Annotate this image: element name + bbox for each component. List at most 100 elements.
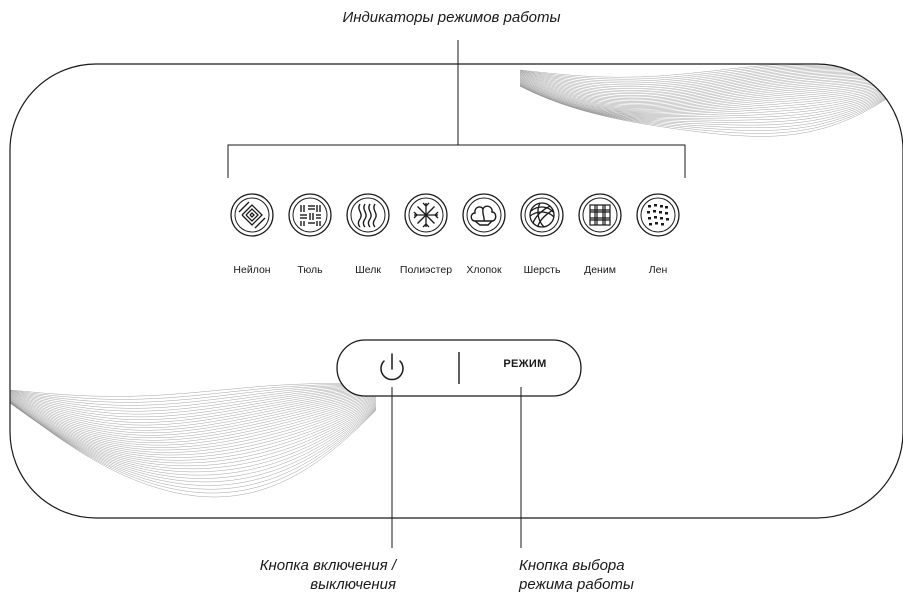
wave-line	[10, 397, 377, 448]
wave-bottom-left	[10, 383, 377, 498]
wave-line	[10, 391, 377, 431]
wave-line	[10, 385, 376, 406]
wave-line	[10, 388, 377, 423]
wave-line	[10, 383, 377, 397]
wave-line	[519, 68, 899, 88]
wave-line	[519, 84, 899, 115]
wave-line	[10, 402, 377, 483]
silk-icon	[346, 193, 390, 237]
wave-line	[10, 401, 377, 458]
mode-indicators	[230, 193, 680, 237]
mode-callout-line1: Кнопка выбора	[519, 557, 625, 574]
wave-line	[10, 402, 377, 464]
wave-line	[519, 84, 899, 114]
wave-line	[519, 64, 899, 78]
wave-line	[10, 386, 377, 409]
wave-line	[519, 78, 899, 105]
indicators-bracket	[227, 40, 686, 178]
nylon-icon	[230, 193, 274, 237]
wave-line	[519, 83, 899, 113]
wave-line	[519, 69, 899, 89]
power-callout-line2: выключения	[310, 576, 396, 593]
wave-line	[10, 387, 377, 418]
power-button[interactable]	[340, 343, 458, 393]
wave-line	[519, 85, 899, 117]
indicators-callout: Индикаторы режимов работы	[342, 9, 561, 26]
mode-label-denim: Деним	[584, 264, 616, 276]
wave-top-right	[519, 64, 899, 137]
control-pill	[336, 339, 582, 397]
wave-line	[519, 77, 899, 104]
mode-label-silk: Шелк	[355, 264, 381, 276]
tulle-icon	[288, 193, 332, 237]
wave-line	[519, 75, 899, 101]
wave-line	[10, 400, 377, 456]
wave-line	[519, 79, 899, 107]
wave-line	[519, 85, 899, 119]
button-leader-lines	[391, 387, 522, 548]
wave-line	[10, 385, 377, 403]
wave-line	[519, 85, 899, 126]
wave-line	[10, 388, 377, 420]
wave-line	[519, 71, 898, 93]
wave-line	[519, 73, 899, 96]
wave-line	[10, 401, 377, 486]
wave-line	[10, 394, 377, 441]
wave-line	[519, 85, 899, 137]
wave-line	[519, 72, 899, 95]
wave-line	[519, 82, 899, 111]
wave-line	[519, 74, 899, 99]
wave-line	[519, 80, 899, 109]
wave-line	[10, 390, 377, 428]
wave-line	[519, 78, 899, 106]
power-icon	[380, 353, 404, 381]
mode-label-tulle: Тюль	[297, 264, 323, 276]
wave-line	[10, 402, 377, 467]
wave-line	[10, 400, 377, 498]
wave-line	[519, 85, 899, 123]
wave-line	[10, 402, 377, 473]
mode-button-label: РЕЖИМ	[503, 358, 547, 370]
wool-icon	[520, 193, 564, 237]
wave-line	[10, 384, 377, 400]
wave-line	[10, 386, 377, 412]
wave-line	[10, 399, 377, 453]
denim-icon	[578, 193, 622, 237]
wave-line	[10, 402, 377, 470]
wave-line	[10, 402, 377, 461]
cotton-icon	[462, 193, 506, 237]
wave-line	[519, 73, 899, 98]
linen-icon	[636, 193, 680, 237]
polyester-icon	[404, 193, 448, 237]
wave-line	[519, 70, 899, 91]
mode-button[interactable]	[461, 343, 578, 393]
panel-outline	[9, 63, 903, 519]
wave-line	[519, 67, 899, 86]
mode-label-cotton: Хлопок	[466, 264, 502, 276]
power-callout-line1: Кнопка включения /	[259, 557, 396, 574]
power-button-callout: Кнопка включения / выключения	[196, 556, 396, 594]
mode-button-callout: Кнопка выбора режима работы	[519, 556, 739, 594]
mode-label-linen: Лен	[648, 264, 668, 276]
mode-label-nylon: Нейлон	[233, 264, 271, 276]
mode-label-wool: Шерсть	[523, 264, 561, 276]
wave-line	[10, 393, 377, 439]
wave-line	[10, 391, 377, 434]
wave-line	[519, 84, 899, 116]
wave-line	[10, 400, 377, 494]
wave-line	[10, 389, 377, 426]
wave-line	[10, 395, 377, 443]
mode-callout-line2: режима работы	[519, 576, 634, 593]
wave-line	[519, 76, 899, 102]
wave-line	[10, 392, 377, 436]
wave-line	[10, 396, 377, 446]
wave-line	[519, 83, 899, 112]
wave-line	[10, 398, 377, 451]
wave-decoration	[10, 64, 899, 498]
wave-line	[10, 402, 377, 479]
wave-line	[519, 85, 899, 121]
wave-line	[10, 387, 377, 415]
mode-label-polyester: Полиэстер	[399, 264, 453, 276]
wave-line	[10, 402, 377, 476]
